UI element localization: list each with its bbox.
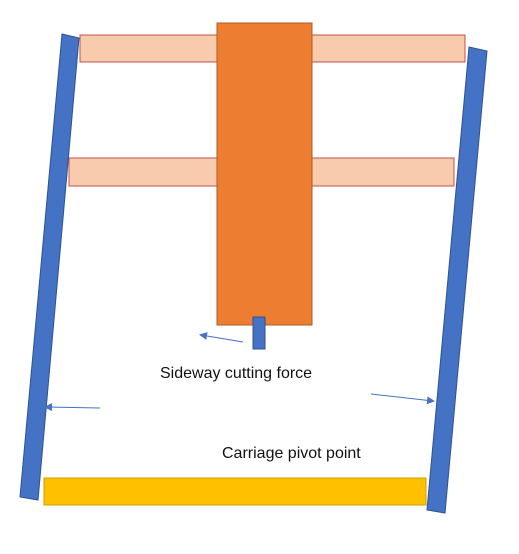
sideway-force-label: Sideway cutting force [160, 365, 313, 382]
base-bar [43, 477, 427, 506]
cutting-tool [252, 316, 266, 350]
force-arrow-left [44, 403, 101, 412]
carriage-block [216, 22, 313, 326]
left-frame-post [19, 33, 80, 501]
carriage-pivot-label: Carriage pivot point [222, 445, 361, 462]
force-arrow-right [370, 393, 435, 405]
right-frame-post [426, 46, 488, 514]
force-arrow-center [199, 332, 244, 343]
